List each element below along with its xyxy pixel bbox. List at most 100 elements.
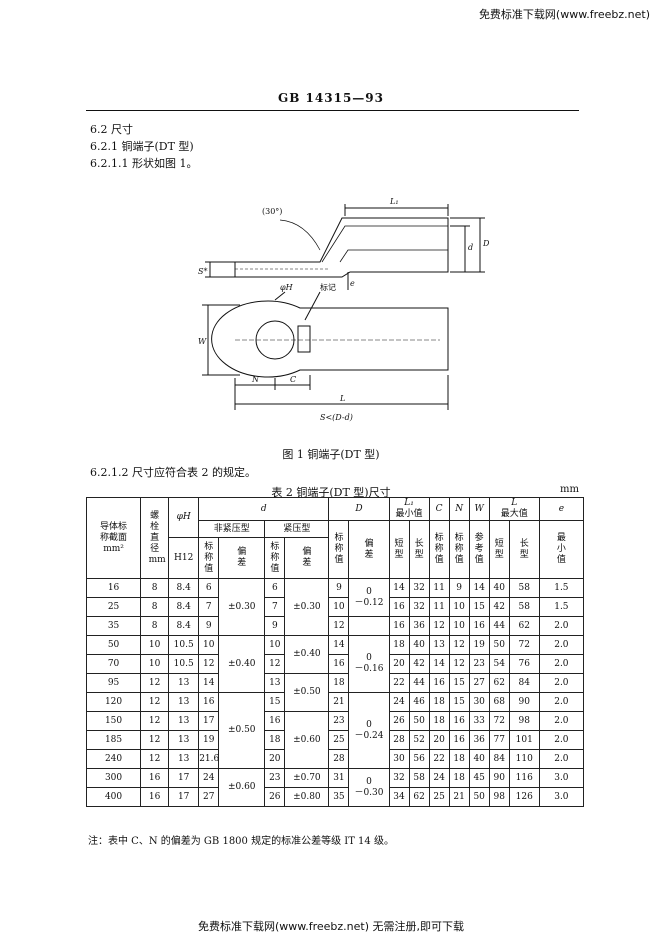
cell-W: 23 <box>468 654 490 674</box>
cell-D: 9 <box>328 578 350 598</box>
cell-D: 28 <box>328 749 350 769</box>
th-e: e <box>538 497 585 521</box>
cell-bolt: 12 <box>140 673 170 693</box>
cell-Ls: 68 <box>488 692 510 712</box>
cell-d2: 10 <box>264 635 286 655</box>
label-angle: (30°) <box>262 207 282 216</box>
cell-section: 25 <box>85 597 142 617</box>
label-phiH: φH <box>280 283 294 292</box>
cell-phiH: 13 <box>168 673 200 693</box>
cell-Ls: 50 <box>488 635 510 655</box>
cell-C: 16 <box>428 673 450 693</box>
cell-d1: 24 <box>198 768 220 788</box>
cell-e: 2.0 <box>538 692 585 712</box>
cell-Ll: 58 <box>508 597 540 617</box>
th-C: C <box>428 497 450 521</box>
th-W: W <box>468 497 490 521</box>
th-bolt: 螺栓直径mm <box>140 497 170 579</box>
cell-Ll: 90 <box>508 692 540 712</box>
label-L: L <box>339 394 345 403</box>
top-view-outline <box>211 300 449 378</box>
cell-e: 2.0 <box>538 616 585 636</box>
th-phiH: φH <box>168 497 200 538</box>
cell-section: 150 <box>85 711 142 731</box>
cell-L1l: 44 <box>408 673 430 693</box>
cell-W: 36 <box>468 730 490 750</box>
cell-phiH: 8.4 <box>168 616 200 636</box>
cell-phiH: 10.5 <box>168 635 200 655</box>
cell-d1: 27 <box>198 787 220 807</box>
cell-L1l: 42 <box>408 654 430 674</box>
cell-d2: 7 <box>264 597 286 617</box>
cell-d2-tol: ±0.30 <box>284 578 330 636</box>
label-L1: L₁ <box>389 197 399 206</box>
th-d2-nominal: 标称值 <box>264 537 286 579</box>
cell-D-tol: 0－0.12 <box>348 578 390 617</box>
cell-D-tol: 0－0.16 <box>348 635 390 693</box>
cell-L1l: 36 <box>408 616 430 636</box>
th-L-long: 长型 <box>508 520 540 579</box>
cell-e: 2.0 <box>538 654 585 674</box>
cell-phiH: 13 <box>168 711 200 731</box>
cell-L1s: 24 <box>388 692 410 712</box>
cell-d1-tol: ±0.50 <box>218 692 266 769</box>
cell-L1s: 16 <box>388 616 410 636</box>
cell-W: 15 <box>468 597 490 617</box>
cell-D-tol-empty <box>348 616 390 636</box>
cell-d2: 23 <box>264 768 286 788</box>
cell-section: 50 <box>85 635 142 655</box>
cell-W: 30 <box>468 692 490 712</box>
cell-d2-tol: ±0.80 <box>284 787 330 807</box>
cell-D-tol: 0－0.24 <box>348 692 390 769</box>
th-D-nominal: 标称值 <box>328 520 350 579</box>
label-D: D <box>482 239 490 248</box>
cell-L1s: 14 <box>388 578 410 598</box>
cell-W: 16 <box>468 616 490 636</box>
cell-phiH: 17 <box>168 787 200 807</box>
th-d2-dev: 偏差 <box>284 537 330 579</box>
cell-bolt: 12 <box>140 711 170 731</box>
cell-L1l: 32 <box>408 578 430 598</box>
cell-d2-tol: ±0.40 <box>284 635 330 674</box>
cell-d2-tol: ±0.50 <box>284 673 330 712</box>
cell-Ls: 77 <box>488 730 510 750</box>
cell-d1-tol: ±0.60 <box>218 768 266 807</box>
cell-e: 2.0 <box>538 673 585 693</box>
cell-L1s: 32 <box>388 768 410 788</box>
cell-phiH: 13 <box>168 692 200 712</box>
cell-d2: 12 <box>264 654 286 674</box>
cell-bolt: 12 <box>140 730 170 750</box>
label-W: W <box>198 337 207 346</box>
cell-C: 22 <box>428 749 450 769</box>
cell-L1s: 18 <box>388 635 410 655</box>
section-heading: 6.2.1.1 形状如图 1。 <box>90 157 198 170</box>
cell-bolt: 16 <box>140 768 170 788</box>
cell-N: 21 <box>448 787 470 807</box>
cell-Ls: 84 <box>488 749 510 769</box>
th-conductor: 导体标称截面mm² <box>85 497 142 579</box>
cell-d1: 9 <box>198 616 220 636</box>
cell-d1: 19 <box>198 730 220 750</box>
cell-Ll: 84 <box>508 673 540 693</box>
cell-d1: 16 <box>198 692 220 712</box>
th-D: D <box>328 497 390 521</box>
table-title: 表 2 铜端子(DT 型)尺寸 <box>271 486 391 499</box>
cell-L1s: 22 <box>388 673 410 693</box>
th-L-short: 短型 <box>488 520 510 579</box>
cell-C: 14 <box>428 654 450 674</box>
cell-Ll: 72 <box>508 635 540 655</box>
cell-C: 20 <box>428 730 450 750</box>
cell-section: 185 <box>85 730 142 750</box>
cell-N: 10 <box>448 616 470 636</box>
th-W-ref: 参考值 <box>468 520 490 579</box>
cell-bolt: 8 <box>140 616 170 636</box>
cell-C: 18 <box>428 711 450 731</box>
label-S: S* <box>198 267 207 276</box>
